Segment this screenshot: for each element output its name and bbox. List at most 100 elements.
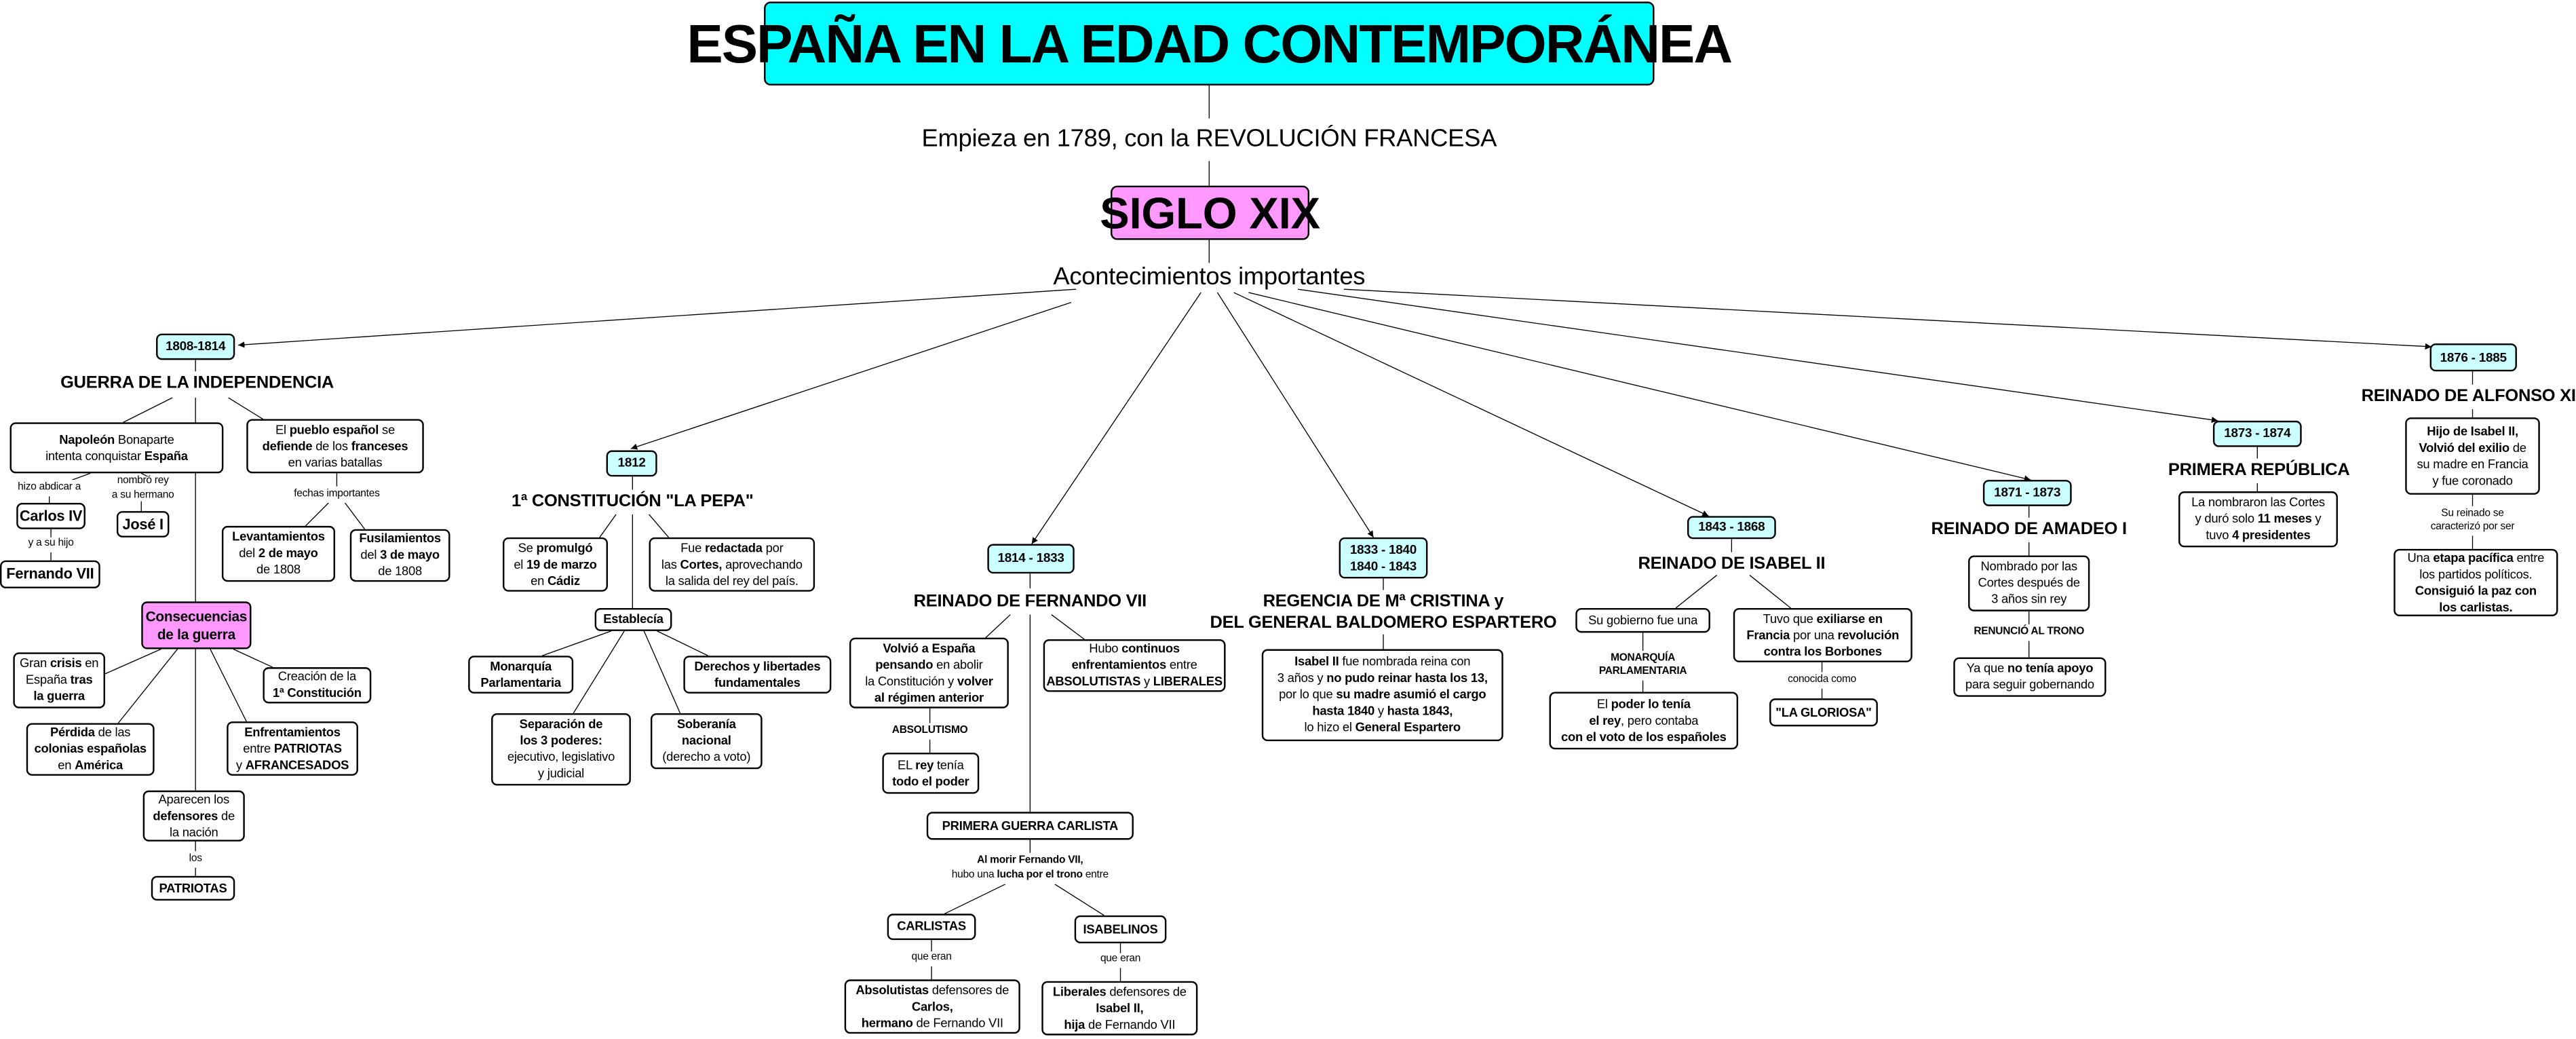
bold-text: España bbox=[144, 447, 188, 463]
node-text: El pueblo español se defiende de los fra… bbox=[263, 421, 408, 471]
text: Su gobierno fue una bbox=[1588, 612, 1698, 627]
concept-liberales: Liberales defensores de Isabel II, hija … bbox=[1041, 981, 1198, 1036]
bold-text: crisis bbox=[50, 656, 82, 671]
concept-nombraron: La nombraron las Cortes y duró solo 11 m… bbox=[2178, 491, 2338, 548]
bold-text: Absolutistas bbox=[856, 981, 929, 997]
bold-text: Volvió a España pensando bbox=[875, 640, 976, 672]
bold-text: Monarquía Parlamentaria bbox=[480, 658, 561, 689]
text: Aparecen los bbox=[158, 791, 229, 806]
bold-text: 1808-1814 bbox=[166, 338, 226, 354]
text: de su madre en Francia y fue coronado bbox=[2417, 439, 2529, 488]
concept-jose1: José I bbox=[116, 511, 170, 537]
date-badge-d1833: 1833 - 1840 1840 - 1843 bbox=[1339, 537, 1428, 579]
heading-fernando-h: REINADO DE FERNANDO VII bbox=[887, 588, 1173, 615]
text: fue nombrada reina con 3 años y bbox=[1277, 654, 1471, 685]
bold-text: Cortes, bbox=[680, 556, 723, 571]
bold-text: hasta 1843, bbox=[1387, 703, 1453, 719]
bold-text: LIBERALES bbox=[1153, 673, 1223, 689]
link-label-lbl-reinado: Su reinado se caracterizó por ser bbox=[2406, 506, 2539, 536]
bold-text: hija bbox=[1064, 1016, 1085, 1032]
bold-text: Separación de los 3 poderes: bbox=[519, 716, 603, 748]
node-text: Ya que no tenía apoyo para seguir gobern… bbox=[1965, 660, 2094, 693]
concept-consec: Consecuencias de la guerra bbox=[141, 601, 252, 649]
bold-text: REINADO DE ALFONSO XII bbox=[2361, 386, 2576, 407]
concept-napoleon: Napoleón Bonaparte intenta conquistar Es… bbox=[9, 422, 224, 474]
link-line bbox=[657, 630, 708, 656]
node-text: que eran bbox=[1100, 953, 1140, 968]
node-text: Volvió a España pensando en abolir la Co… bbox=[865, 640, 993, 706]
bold-text: Pérdida bbox=[50, 724, 95, 740]
link-line bbox=[985, 614, 1011, 639]
node-text: Tuvo que exiliarse en Francia por una re… bbox=[1746, 611, 1899, 660]
bold-text: GUERRA DE LA INDEPENDENCIA bbox=[60, 373, 334, 393]
node-text: REINADO DE ISABEL II bbox=[1638, 553, 1825, 574]
node-text: ISABELINOS bbox=[1083, 921, 1158, 937]
concept-perdida: Pérdida de las colonias españolas en Amé… bbox=[26, 723, 155, 776]
text: por una bbox=[1790, 626, 1838, 642]
link-line bbox=[233, 648, 273, 668]
concept-establecia: Establecía bbox=[594, 607, 672, 631]
arrow-link bbox=[630, 301, 1072, 450]
node-text: José I bbox=[122, 515, 164, 533]
node-text: 1812 bbox=[618, 455, 646, 472]
bold-text: 1873 - 1874 bbox=[2224, 426, 2291, 440]
node-text: EL rey tenía todo el poder bbox=[892, 757, 969, 789]
link-label-lbl-que2: que eran bbox=[1088, 953, 1153, 968]
text: Nombrado por las Cortes después de 3 año… bbox=[1978, 559, 2080, 607]
node-text: ESPAÑA EN LA EDAD CONTEMPORÁNEA bbox=[687, 16, 1733, 70]
node-text: Su gobierno fue una bbox=[1588, 612, 1697, 628]
link-line bbox=[944, 884, 1006, 915]
text: entre bbox=[1082, 868, 1109, 880]
link-line bbox=[573, 630, 625, 714]
bold-text: 11 meses bbox=[2257, 511, 2312, 526]
node-text: "LA GLORIOSA" bbox=[1775, 704, 1872, 721]
node-text: Se promulgó el 19 de marzo en Cádiz bbox=[514, 540, 597, 589]
text: de las bbox=[98, 724, 131, 740]
node-text: fechas importantes bbox=[294, 488, 380, 502]
link-line bbox=[1675, 575, 1717, 609]
bold-text: Levantamientos bbox=[232, 529, 325, 544]
bold-text: promulgó bbox=[536, 540, 593, 555]
node-text: Fernando VII bbox=[6, 565, 94, 584]
node-text: nombró rey a su hermano bbox=[112, 475, 174, 503]
node-text: 1876 - 1885 bbox=[2440, 350, 2507, 366]
concept-redactada: Fue redactada por las Cortes, aprovechan… bbox=[649, 537, 815, 592]
node-text: Fue redactada por las Cortes, aprovechan… bbox=[661, 540, 803, 589]
concept-carlista-war: PRIMERA GUERRA CARLISTA bbox=[926, 812, 1134, 840]
concept-etapa: Una etapa pacífica entre los partidos po… bbox=[2394, 548, 2558, 617]
text: El bbox=[1596, 696, 1611, 711]
bold-text: colonias españolas bbox=[34, 741, 147, 756]
link-label-lbl-nombro: nombró rey a su hermano bbox=[102, 475, 185, 503]
bold-text: defensores bbox=[153, 808, 218, 823]
bold-text: 1833 - 1840 1840 - 1843 bbox=[1349, 541, 1417, 573]
node-text: Enfrentamientos entre PATRIOTAS y AFRANC… bbox=[236, 724, 349, 774]
bold-text: exiliarse en Francia bbox=[1746, 610, 1883, 642]
date-badge-d1876: 1876 - 1885 bbox=[2429, 343, 2517, 372]
concept-fusil: Fusilamientos del 3 de mayo de 1808 bbox=[349, 529, 450, 582]
bold-text: Carlos, bbox=[911, 998, 953, 1013]
node-text: Acontecimientos importantes bbox=[1053, 264, 1365, 288]
text: para seguir gobernando bbox=[1965, 677, 2094, 692]
link-line bbox=[599, 514, 617, 538]
concept-gobierno: Su gobierno fue una bbox=[1575, 607, 1710, 633]
date-badge-d1843: 1843 - 1868 bbox=[1687, 516, 1776, 540]
date-badge-d1808: 1808-1814 bbox=[156, 333, 235, 360]
concept-intro: Empieza en 1789, con la REVOLUCIÓN FRANC… bbox=[887, 118, 1531, 161]
bold-text: no pudo reinar hasta los 13, bbox=[1326, 670, 1488, 685]
link-label-lbl-monarq: MONARQUÍA PARLAMENTARIA bbox=[1577, 650, 1709, 681]
bold-text: ABSOLUTISMO bbox=[891, 724, 968, 736]
link-line bbox=[104, 648, 161, 675]
bold-text: continuos enfrentamientos bbox=[1071, 641, 1180, 673]
node-text: PRIMERA REPÚBLICA bbox=[2168, 460, 2350, 481]
bold-text: REGENCIA DE Mª CRISTINA y DEL GENERAL BA… bbox=[1210, 590, 1557, 632]
bold-text: General Espartero bbox=[1355, 719, 1461, 735]
bold-text: Fusilamientos bbox=[359, 531, 441, 546]
node-text: Hubo continuos enfrentamientos entre ABS… bbox=[1046, 641, 1223, 690]
link-line bbox=[123, 397, 173, 423]
date-badge-d1873: 1873 - 1874 bbox=[2212, 420, 2302, 447]
text: Acontecimientos importantes bbox=[1053, 262, 1366, 290]
text: del bbox=[239, 545, 256, 561]
bold-text: revolución contra los Borbones bbox=[1763, 626, 1900, 658]
